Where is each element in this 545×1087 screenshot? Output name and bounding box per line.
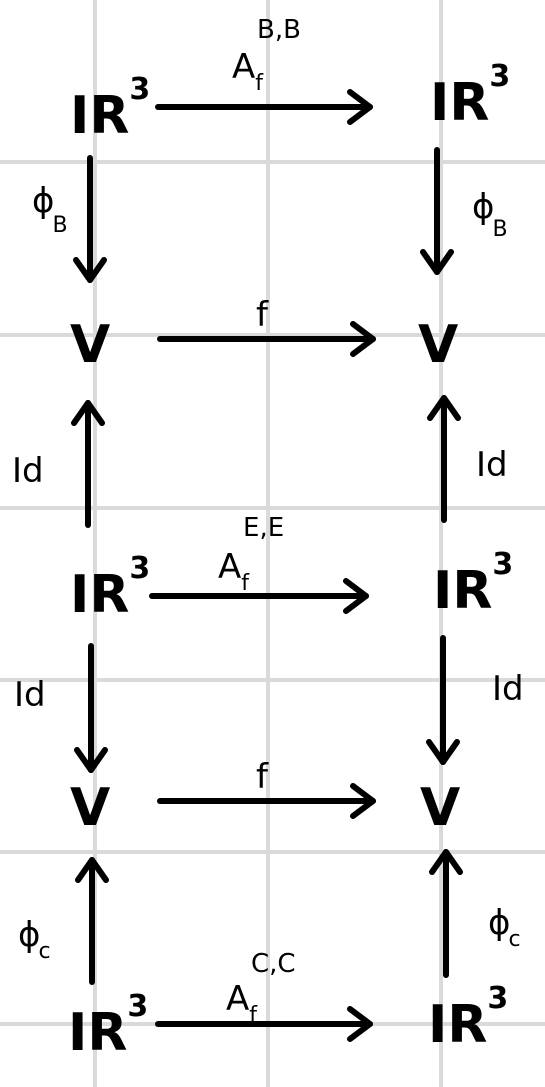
- arrow-f-row2: [157, 321, 376, 357]
- label-f-row4: f: [256, 757, 269, 797]
- arrow-phi-c-left: [75, 857, 109, 985]
- node-v-row2-right: V: [418, 315, 458, 375]
- label-f-row2: f: [256, 295, 269, 335]
- arrow-phi-b-right: [420, 147, 454, 275]
- arrow-id-down-left: [74, 643, 108, 773]
- arrow-id-down-right: [426, 635, 460, 765]
- node-v-row4-right: V: [420, 778, 460, 838]
- label-id-down-left: Id: [14, 675, 46, 715]
- node-v-row2-left: V: [70, 315, 110, 375]
- label-id-up-left: Id: [12, 451, 44, 491]
- arrow-af-cc: [155, 1006, 373, 1042]
- arrow-af-bb: [155, 89, 373, 125]
- label-af-cc: AfC,C: [226, 949, 296, 1028]
- node-r3-row3-left: IR3: [70, 551, 150, 625]
- arrow-phi-c-right: [429, 849, 463, 978]
- label-phi-c-right: ϕc: [488, 903, 521, 952]
- label-id-down-right: Id: [492, 669, 524, 709]
- label-af-bb: AfB,B: [232, 15, 301, 96]
- node-r3-row3-right: IR3: [433, 547, 513, 621]
- node-r3-row1-right: IR3: [430, 59, 510, 133]
- arrow-f-row4: [157, 783, 376, 819]
- label-af-ee: AfE,E: [218, 513, 284, 596]
- arrow-phi-b-left: [73, 155, 107, 283]
- arrow-af-ee: [149, 578, 369, 614]
- arrow-id-up-right: [427, 395, 461, 523]
- label-id-up-right: Id: [476, 445, 508, 485]
- label-phi-c-left: ϕc: [18, 915, 51, 964]
- node-r3-row5-right: IR3: [428, 981, 508, 1055]
- node-r3-row1-left: IR3: [70, 72, 150, 146]
- node-v-row4-left: V: [70, 778, 110, 838]
- node-r3-row5-left: IR3: [68, 989, 148, 1063]
- arrow-id-up-left: [71, 400, 105, 528]
